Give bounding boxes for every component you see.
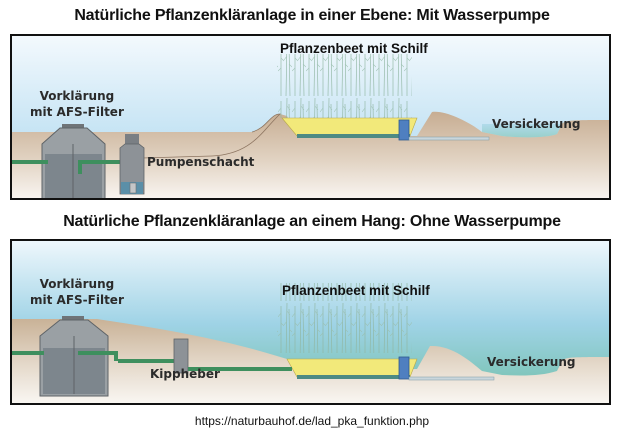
flat-system-illustration	[12, 36, 609, 198]
label-infiltration: Versickerung	[492, 117, 581, 131]
label-pretreatment: Vorklärung mit AFS-Filter	[30, 88, 124, 120]
label-pretreatment-line2: mit AFS-Filter	[30, 105, 124, 119]
label-pretreatment-line2: mit AFS-Filter	[30, 293, 124, 307]
label-pretreatment-line1: Vorklärung	[39, 89, 115, 103]
label-infiltration: Versickerung	[487, 355, 576, 369]
label-plant-bed: Pflanzenbeet mit Schilf	[282, 283, 430, 298]
siphon-shaft	[173, 338, 189, 374]
riser-pipe	[398, 356, 410, 380]
reeds-icon	[277, 54, 412, 118]
label-siphon: Kippheber	[150, 367, 220, 381]
pretreatment-tank	[39, 316, 109, 397]
source-url: https://naturbauhof.de/lad_pka_funktion.…	[194, 414, 430, 428]
diagram-title-flat: Natürliche Pflanzenkläranlage in einer E…	[74, 7, 550, 24]
riser-pipe	[398, 119, 410, 141]
diagram-panel-slope: Vorklärung mit AFS-Filter Kippheber Pfla…	[10, 239, 611, 405]
label-pretreatment: Vorklärung mit AFS-Filter	[30, 276, 124, 308]
plant-bed	[286, 358, 418, 378]
diagram-panel-flat: Vorklärung mit AFS-Filter Pumpenschacht …	[10, 34, 611, 200]
label-plant-bed: Pflanzenbeet mit Schilf	[280, 41, 428, 56]
label-pretreatment-line1: Vorklärung	[39, 277, 115, 291]
pump-shaft	[119, 134, 145, 195]
label-pump-shaft: Pumpenschacht	[147, 155, 255, 169]
diagram-title-slope: Natürliche Pflanzenkläranlage an einem H…	[63, 213, 561, 230]
reeds-icon	[277, 283, 412, 353]
plant-bed	[281, 117, 418, 137]
slope-system-illustration	[12, 241, 609, 403]
